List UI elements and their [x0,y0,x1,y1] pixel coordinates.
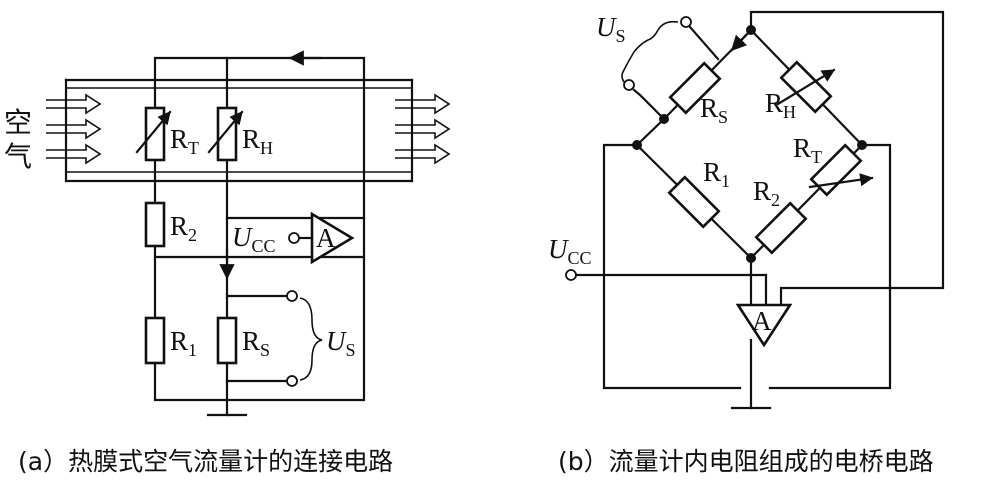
node-left-b [632,140,642,150]
node-us-b [659,114,669,124]
resistor-r1-b [667,175,721,229]
amp-label-b: A [752,306,772,336]
air-inlet-arrows [46,93,102,165]
label-r1-b: R1 [703,157,730,191]
label-r2-b: R2 [753,176,780,210]
label-us-b: US [596,12,626,46]
us-brace-a [299,297,323,381]
label-ucc-a: UCC [232,222,276,256]
label-rt-a: RT [170,124,199,158]
amp-label-a: A [316,223,336,253]
resistor-rt-b [809,143,863,197]
ucc-terminal-a [288,232,300,244]
ucc-terminal-b [565,269,577,281]
label-r1-a: R1 [170,326,197,360]
label-r2-a: R2 [170,211,197,245]
air-label-top: 空 [4,106,32,139]
label-us-a: US [326,326,356,360]
resistor-rh-a [216,106,238,162]
node-bottom-b [746,253,756,263]
us-terminal-bottom-a [286,375,298,387]
amplifier-a: A [298,211,355,265]
node-right-b [857,140,867,150]
air-duct [64,78,414,183]
label-rh-a: RH [242,124,273,158]
resistor-rs-b [668,61,722,115]
label-rt-b: RT [793,133,822,167]
us-terminal-top-b [680,16,692,28]
resistor-r1-a [144,316,166,365]
resistor-rt-a [144,106,166,162]
resistor-rs-a [216,316,238,365]
circuit-a-wires [153,50,366,417]
resistor-r2-a [144,201,166,248]
label-ucc-b: UCC [548,234,592,268]
caption-a: (a）热膜式空气流量计的连接电路 [18,447,393,476]
us-terminal-top-a [286,290,298,302]
air-label-bottom: 气 [4,140,32,173]
us-brace-b [621,20,679,83]
circuit-b-wires [573,10,945,410]
us-terminal-bottom-b [623,79,635,91]
caption-b: (b）流量计内电阻组成的电桥电路 [558,447,934,476]
label-rs-b: RS [700,93,728,127]
diagram-b: A US RS RH RT R1 R2 UCC (b）流量计内电阻组成的电桥电路 [548,10,945,476]
resistor-r2-b [754,201,808,255]
label-rs-a: RS [242,326,270,360]
label-rh-b: RH [765,88,796,122]
air-outlet-arrows [395,93,451,165]
diagram-a: 空 气 [4,50,451,476]
node-top-b [746,25,756,35]
amplifier-b: A [735,303,793,348]
